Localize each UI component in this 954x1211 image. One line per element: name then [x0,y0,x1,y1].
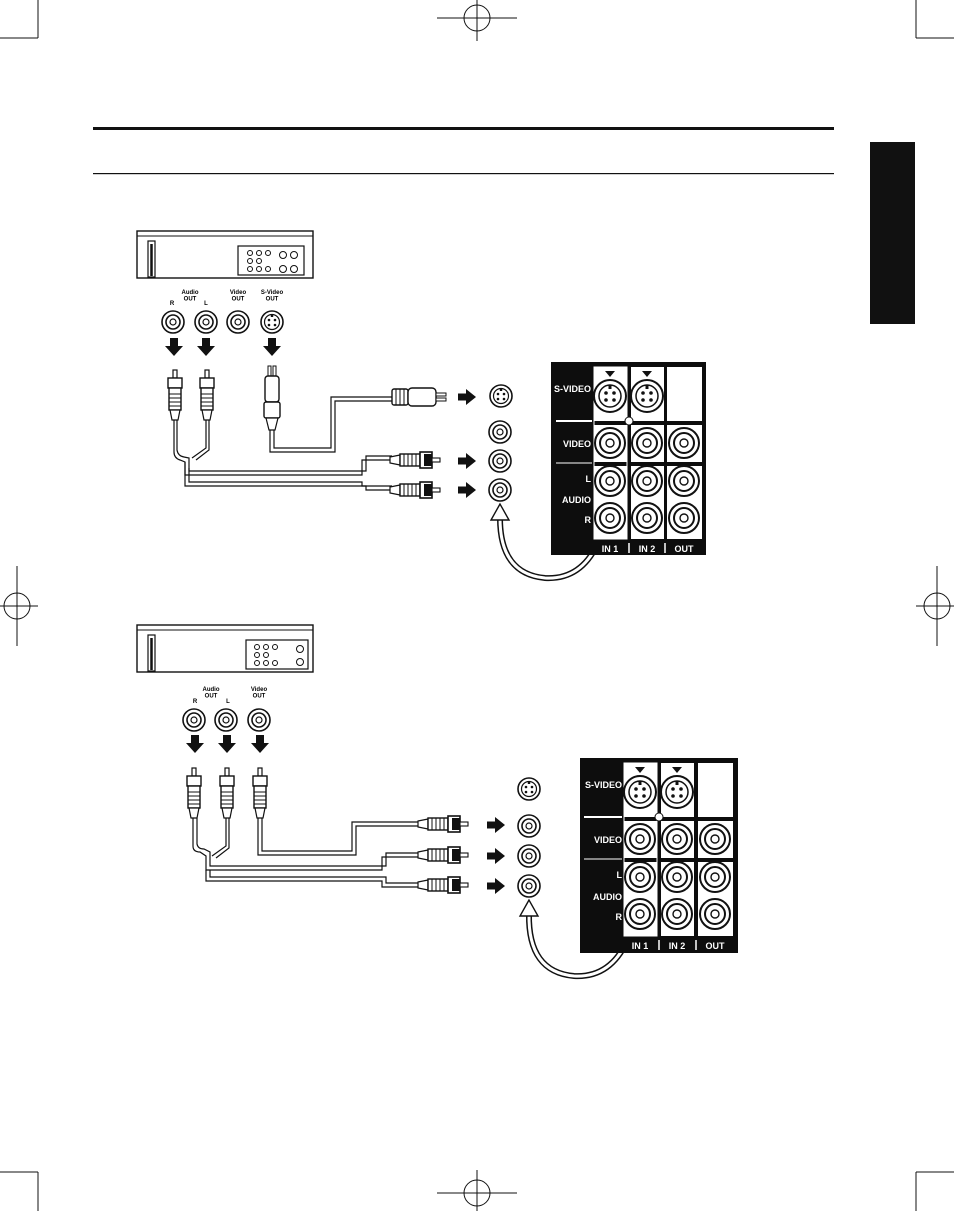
black-arrow-icon [186,735,204,753]
jack-label-r: R [170,301,175,307]
header-rule-thick [93,127,834,130]
jack-label-l: L [204,301,208,307]
video-jack [518,815,540,837]
audio-r-jack [162,311,184,333]
video-out-jack [227,311,249,333]
panel-label-in1: IN 1 [602,544,619,554]
panel-label-svideo: S-VIDEO [585,780,622,790]
black-arrow-icon [263,338,281,356]
svideo-jack [518,778,540,800]
audio-l-jack [215,709,237,731]
audio-r-jack [489,479,511,501]
audio-r-jack [518,875,540,897]
black-arrow-icon [487,848,505,864]
crosshair-registration-icon [0,566,38,646]
audio-plug-horizontal [390,482,440,498]
audio-r-plug [168,370,182,420]
audio-l-plug [200,370,214,420]
crosshair-registration-icon [437,1170,517,1211]
black-arrow-icon [251,735,269,753]
crosshair-registration-icon [916,566,954,646]
panel-label-r: R [585,515,592,525]
audio-l-jack [518,845,540,867]
panel-label-in2: IN 2 [669,941,686,951]
crosshair-registration-icon [437,0,517,41]
audio-l-jack [489,450,511,472]
audio-r-plug [187,768,201,818]
video-plug [253,768,267,818]
panel-label-in1: IN 1 [632,941,649,951]
panel-label-l: L [617,870,623,880]
audio-plug-horizontal [418,847,468,863]
vcr-device-2 [137,625,313,672]
svideo-plug [264,366,280,430]
panel-label-in2: IN 2 [639,544,656,554]
panel-label-video: VIDEO [563,439,591,449]
black-arrow-icon [487,878,505,894]
svideo-plug-horizontal [392,388,446,406]
svideo-jack [490,385,512,407]
black-arrow-icon [165,338,183,356]
svideo-out-jack [261,311,283,333]
header-rule-thin [93,173,834,174]
audio-l-plug [220,768,234,818]
video-out-jack [248,709,270,731]
audio-plug-horizontal [418,877,468,893]
panel-label-r: R [616,912,623,922]
video-plug-horizontal [418,816,468,832]
panel-label-audio: AUDIO [562,495,591,505]
video-jack [489,421,511,443]
panel-label-out: OUT [706,941,726,951]
jack-label-r: R [193,699,198,705]
black-arrow-icon [197,338,215,356]
panel-label-audio: AUDIO [593,892,622,902]
black-arrow-icon [458,453,476,469]
tv-input-panel-1: S-VIDEO VIDEO L AUDIO R IN 1 IN 2 OUT [551,362,706,555]
tv-input-panel-2: S-VIDEO VIDEO L AUDIO R IN 1 IN 2 OUT [580,758,738,953]
vcr-device-1 [137,231,313,278]
audio-r-jack [183,709,205,731]
black-arrow-icon [458,389,476,405]
black-arrow-icon [458,482,476,498]
panel-label-out: OUT [675,544,695,554]
jack-label-l: L [226,699,230,705]
audio-l-jack [195,311,217,333]
panel-label-l: L [586,474,592,484]
audio-plug-horizontal [390,452,440,468]
side-tab [870,142,915,324]
cables-2 [193,818,420,887]
black-arrow-icon [218,735,236,753]
panel-label-video: VIDEO [594,835,622,845]
black-arrow-icon [487,817,505,833]
panel-label-svideo: S-VIDEO [554,384,591,394]
